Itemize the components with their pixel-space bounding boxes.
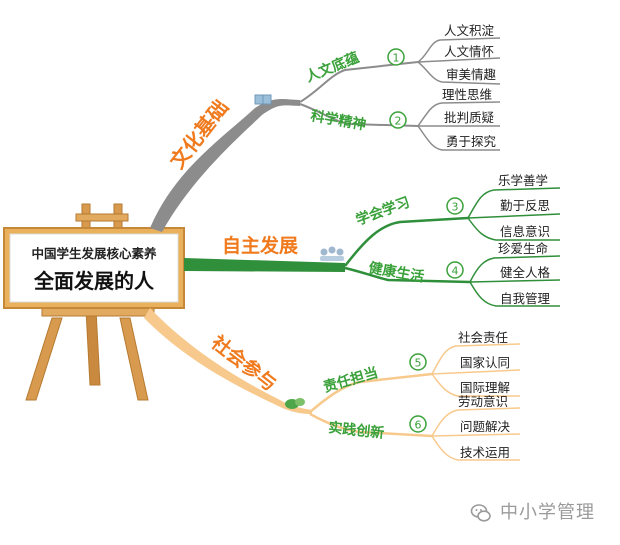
number-badge xyxy=(389,111,407,129)
group-label: 学会学习 xyxy=(354,194,412,229)
group-label: 科学精神 xyxy=(309,107,367,133)
leaf-item: 问题解决 xyxy=(460,419,511,434)
number-badge-text: 5 xyxy=(415,357,422,370)
group-culture-science: 科学精神 2 理性思维 批判质疑 勇于探究 xyxy=(299,87,501,151)
group-social-innovation: 实践创新 6 劳动意识 问题解决 技术运用 xyxy=(309,394,521,461)
easel-leg-back xyxy=(85,309,101,386)
leaf-item: 技术运用 xyxy=(460,445,510,460)
number-badge xyxy=(446,261,464,279)
group-label: 实践创新 xyxy=(328,419,385,442)
people-icon xyxy=(320,246,344,261)
group-label: 责任担当 xyxy=(321,364,380,396)
book-icon xyxy=(254,94,272,105)
group-label: 健康生活 xyxy=(367,259,425,285)
leaf-item: 勇于探究 xyxy=(446,134,497,149)
group-label: 人文底蕴 xyxy=(303,49,361,86)
number-badge xyxy=(409,353,427,371)
leaf-item: 审美情趣 xyxy=(446,67,497,82)
leaf-item: 自我管理 xyxy=(500,291,551,306)
leaf-item: 国家认同 xyxy=(460,355,510,370)
number-badge xyxy=(387,48,405,66)
number-badge xyxy=(446,197,464,215)
leaf-item: 社会责任 xyxy=(458,330,508,345)
watermark: 中小学管理 xyxy=(470,498,595,524)
easel-crossbar-top xyxy=(75,213,129,222)
number-badge-text: 3 xyxy=(452,201,459,214)
number-badge-text: 4 xyxy=(452,265,459,278)
leaf-item: 人文积淀 xyxy=(444,23,495,38)
leaf-item: 国际理解 xyxy=(460,380,510,395)
easel: 中国学生发展核心素养 全面发展的人 xyxy=(3,203,185,401)
leaf-item: 珍爱生命 xyxy=(498,241,549,256)
aspect-label-self: 自主发展 xyxy=(222,234,298,257)
group-social-responsibility: 责任担当 5 社会责任 国家认同 国际理解 xyxy=(309,330,521,413)
branch-self xyxy=(184,258,345,272)
leaf-item: 批判质疑 xyxy=(444,110,495,125)
center-title: 全面发展的人 xyxy=(33,269,155,293)
leaf-item: 人文情怀 xyxy=(444,44,494,59)
leaf-item: 信息意识 xyxy=(500,224,550,239)
easel-leg-left xyxy=(25,317,63,401)
number-badge xyxy=(409,415,427,433)
leaf-item: 乐学善学 xyxy=(498,173,548,188)
group-self-health: 健康生活 4 珍爱生命 健全人格 自我管理 xyxy=(344,241,561,307)
leaf-item: 健全人格 xyxy=(500,265,551,280)
leaf-icon xyxy=(285,398,305,409)
center-subtitle: 中国学生发展核心素养 xyxy=(31,246,157,261)
branch-culture xyxy=(150,99,300,233)
number-badge-text: 1 xyxy=(393,52,400,65)
leaf-item: 劳动意识 xyxy=(458,394,508,409)
number-badge-text: 2 xyxy=(395,115,402,128)
leaf-item: 理性思维 xyxy=(442,87,492,102)
leaf-item: 勤于反思 xyxy=(500,198,550,213)
wechat-icon xyxy=(470,504,491,522)
easel-leg-right xyxy=(119,317,149,401)
watermark-text: 中小学管理 xyxy=(500,502,595,523)
number-badge-text: 6 xyxy=(415,419,422,432)
easel-board-panel xyxy=(9,233,179,303)
